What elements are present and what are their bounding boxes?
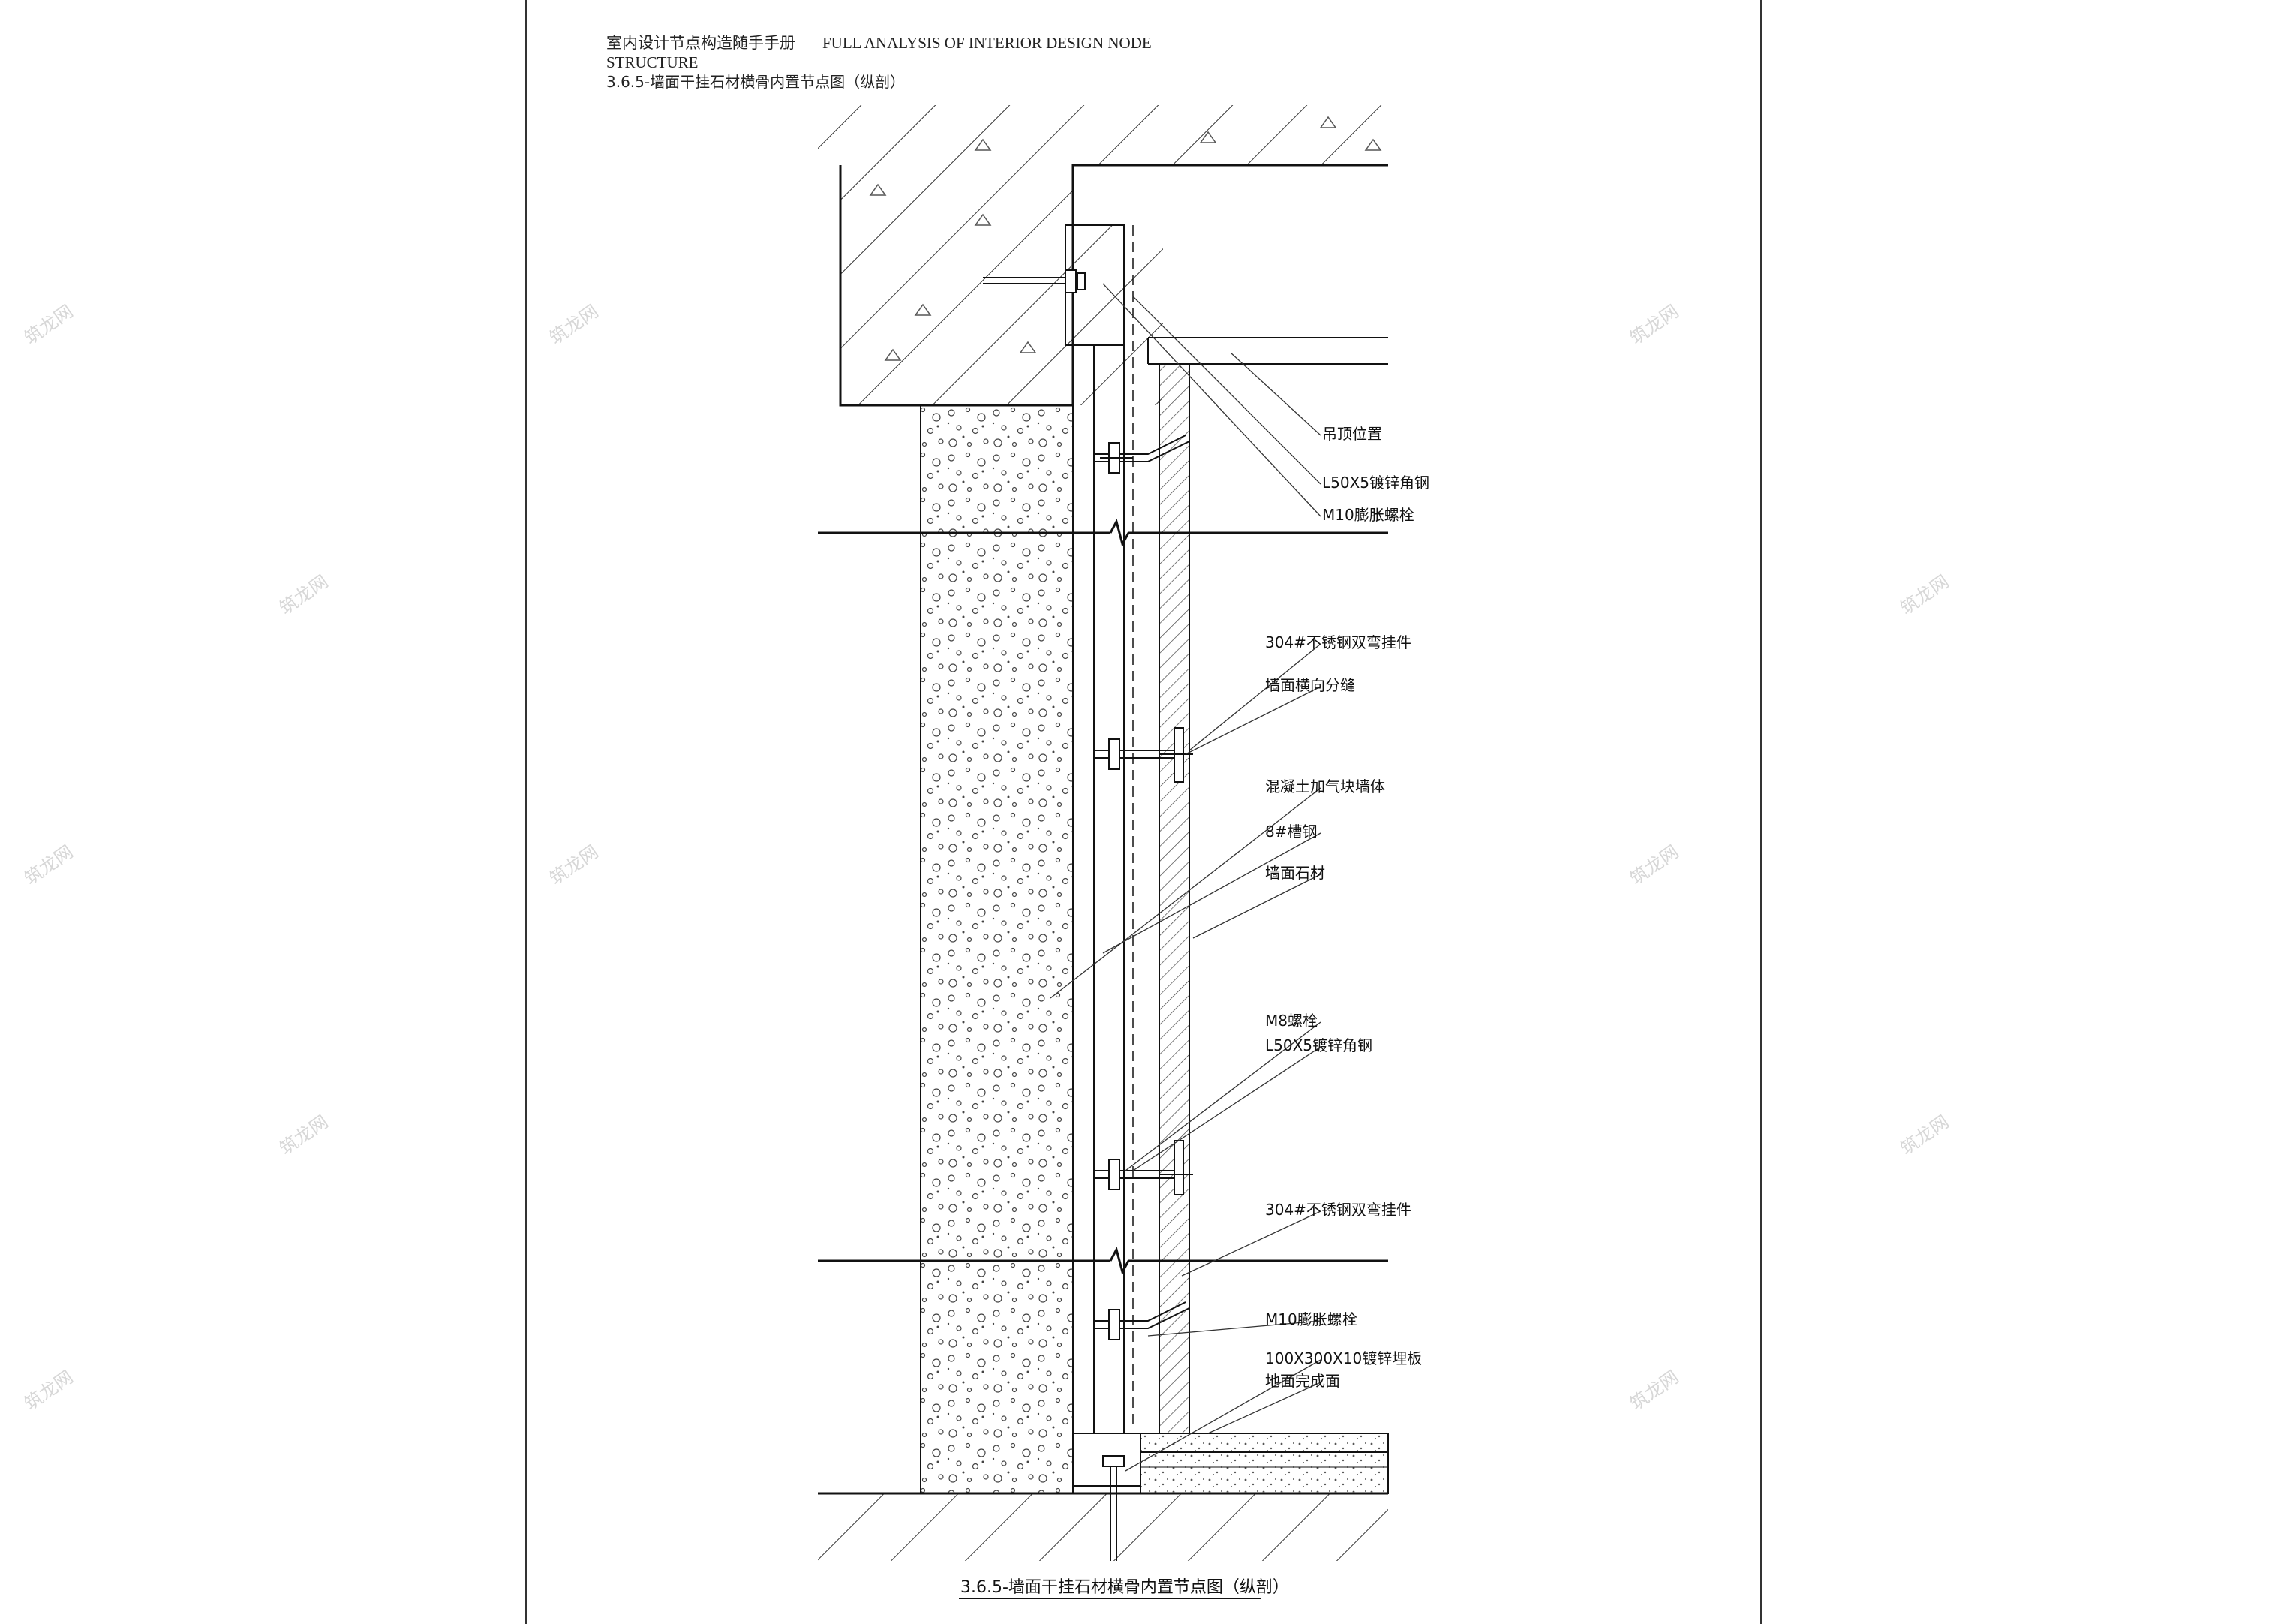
label-pendant-lower: 304#不锈钢双弯挂件: [1265, 1201, 1411, 1219]
watermark: 筑龙网: [275, 571, 332, 619]
label-ceiling: 吊顶位置: [1322, 425, 1382, 443]
watermark: 筑龙网: [1896, 571, 1952, 619]
header-block: 室内设计节点构造随手手册 FULL ANALYSIS OF INTERIOR DE…: [606, 33, 1152, 92]
watermark: 筑龙网: [20, 841, 77, 889]
bottom-embedded-bolt: [1102, 1455, 1125, 1561]
bottom-concrete-slab: [818, 1492, 1388, 1561]
leader-lines: [1050, 283, 1321, 1472]
channel-steel: [1065, 224, 1156, 1495]
angle-bracket: [1095, 727, 1193, 783]
floor-finish: [1140, 1433, 1389, 1494]
drawing-caption: 3.6.5-墙面干挂石材横骨内置节点图（纵剖）: [960, 1578, 1289, 1597]
label-angle-steel-mid: L50X5镀锌角钢: [1265, 1036, 1372, 1054]
label-expansion-bolt-bottom: M10膨胀螺栓: [1265, 1310, 1357, 1328]
watermark: 筑龙网: [20, 301, 77, 349]
label-expansion-bolt-top: M10膨胀螺栓: [1322, 506, 1414, 524]
watermark: 筑龙网: [545, 841, 602, 889]
angle-bracket: [1095, 435, 1190, 474]
label-horizontal-joint: 墙面横向分缝: [1265, 676, 1355, 694]
ceiling-line: [1147, 337, 1388, 365]
aerated-block-wall: [920, 404, 1074, 1494]
top-concrete-slab: [818, 105, 1388, 407]
annotation-labels: 吊顶位置 L50X5镀锌角钢 M10膨胀螺栓 304#不锈钢双弯挂件 墙面横向分…: [1265, 425, 1429, 1390]
angle-bracket: [1095, 1140, 1193, 1195]
watermark: 筑龙网: [1626, 841, 1682, 889]
manual-title-en: FULL ANALYSIS OF INTERIOR DESIGN NODE: [822, 34, 1152, 52]
manual-title-en-2: STRUCTURE: [606, 53, 699, 71]
label-wall-stone: 墙面石材: [1265, 864, 1325, 882]
label-floor-finish: 地面完成面: [1265, 1372, 1340, 1390]
watermark: 筑龙网: [1626, 301, 1682, 349]
drawing-sheet: [525, 0, 1762, 1624]
bracket-assemblies: [1095, 435, 1193, 1561]
watermark: 筑龙网: [1896, 1111, 1952, 1159]
watermark: 筑龙网: [545, 301, 602, 349]
label-angle-steel-top: L50X5镀锌角钢: [1322, 474, 1429, 492]
break-lines: [818, 518, 1388, 1276]
watermark: 筑龙网: [1626, 1367, 1682, 1415]
section-title: 3.6.5-墙面干挂石材横骨内置节点图（纵剖）: [606, 73, 906, 91]
top-anchor-bolt: [983, 269, 1086, 293]
label-block-wall: 混凝土加气块墙体: [1265, 777, 1385, 795]
watermark: 筑龙网: [275, 1111, 332, 1159]
angle-bracket: [1095, 1301, 1190, 1340]
stone-panel: [1159, 363, 1190, 1434]
label-channel-steel: 8#槽钢: [1265, 823, 1317, 841]
manual-title-cn: 室内设计节点构造随手手册: [606, 34, 795, 52]
label-embedded-plate: 100X300X10镀锌埋板: [1265, 1349, 1422, 1367]
label-m8-bolt: M8螺栓: [1265, 1012, 1318, 1030]
label-pendant-upper: 304#不锈钢双弯挂件: [1265, 633, 1411, 651]
watermark: 筑龙网: [20, 1367, 77, 1415]
